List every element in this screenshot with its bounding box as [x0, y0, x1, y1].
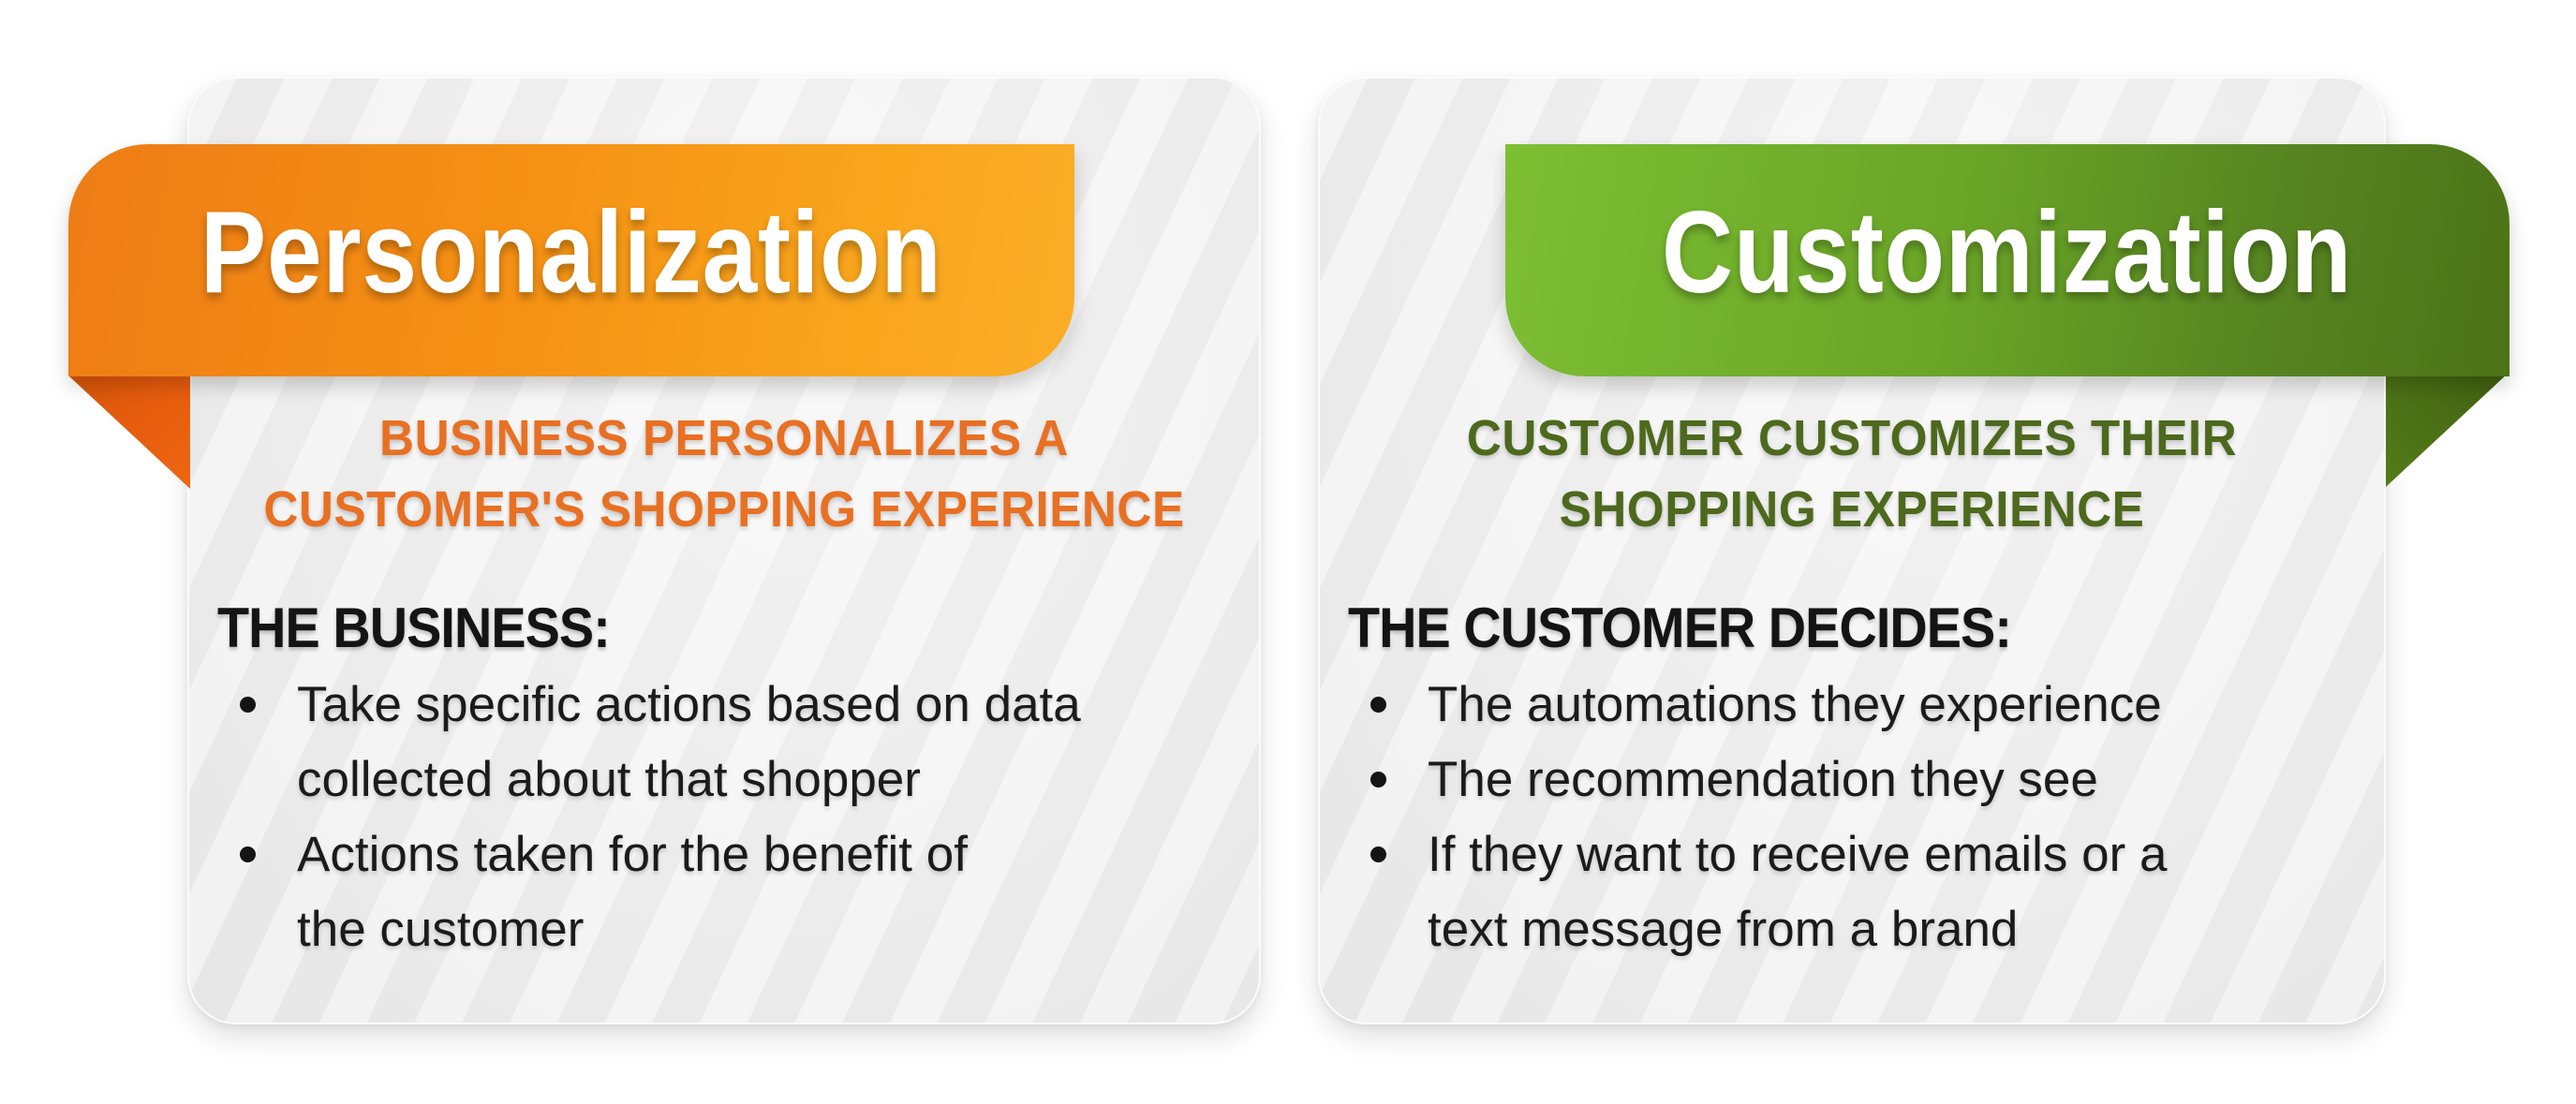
- bullet-line: text message from a brand: [1428, 902, 2019, 957]
- personalization-subtitle: BUSINESS PERSONALIZES A CUSTOMER'S SHOPP…: [216, 403, 1233, 545]
- customer-section-heading: THE CUSTOMER DECIDES:: [1348, 596, 2012, 659]
- bullet-dot-icon: [1370, 772, 1386, 788]
- bullet-dot-icon: [1370, 846, 1386, 862]
- customization-ribbon-fold: [2386, 374, 2508, 487]
- bullet-item: Take specific actions based on data coll…: [240, 668, 1240, 817]
- bullet-item: Actions taken for the benefit of the cus…: [240, 817, 1240, 967]
- bullet-line: the customer: [297, 902, 585, 957]
- bullet-line: The automations they experience: [1428, 677, 2162, 732]
- subtitle-line-1: CUSTOMER CUSTOMIZES THEIR: [1466, 410, 2238, 466]
- customization-ribbon: Customization: [1505, 144, 2509, 376]
- bullet-dot-icon: [240, 846, 256, 862]
- bullet-item: The automations they experience: [1370, 668, 2365, 743]
- bullet-line: If they want to receive emails or a: [1428, 827, 2168, 882]
- customer-bullet-list: The automations they experience The reco…: [1370, 668, 2365, 967]
- personalization-title: Personalization: [200, 188, 942, 317]
- bullet-line: Actions taken for the benefit of: [297, 827, 968, 882]
- personalization-card: Personalization BUSINESS PERSONALIZES A …: [68, 77, 1261, 1024]
- bullet-line: The recommendation they see: [1428, 752, 2098, 807]
- subtitle-line-1: BUSINESS PERSONALIZES A: [379, 410, 1069, 466]
- bullet-text: Take specific actions based on data coll…: [297, 668, 1081, 817]
- business-section-heading: THE BUSINESS:: [217, 596, 611, 659]
- bullet-line: collected about that shopper: [297, 752, 921, 807]
- bullet-text: Actions taken for the benefit of the cus…: [297, 817, 968, 967]
- subtitle-line-2: CUSTOMER'S SHOPPING EXPERIENCE: [263, 481, 1185, 537]
- customization-card: Customization CUSTOMER CUSTOMIZES THEIR …: [1318, 77, 2509, 1024]
- bullet-text: The automations they experience: [1428, 668, 2162, 743]
- customization-title: Customization: [1662, 188, 2353, 317]
- bullet-text: If they want to receive emails or a text…: [1428, 817, 2167, 967]
- bullet-dot-icon: [240, 697, 256, 713]
- subtitle-line-2: SHOPPING EXPERIENCE: [1559, 481, 2145, 537]
- bullet-dot-icon: [1370, 697, 1386, 713]
- bullet-text: The recommendation they see: [1428, 743, 2098, 817]
- personalization-ribbon-fold: [68, 375, 190, 489]
- bullet-item: The recommendation they see: [1370, 743, 2365, 817]
- business-bullet-list: Take specific actions based on data coll…: [240, 668, 1240, 967]
- bullet-item: If they want to receive emails or a text…: [1370, 817, 2365, 967]
- bullet-line: Take specific actions based on data: [297, 677, 1081, 732]
- customization-subtitle: CUSTOMER CUSTOMIZES THEIR SHOPPING EXPER…: [1346, 403, 2357, 545]
- personalization-ribbon: Personalization: [68, 144, 1074, 376]
